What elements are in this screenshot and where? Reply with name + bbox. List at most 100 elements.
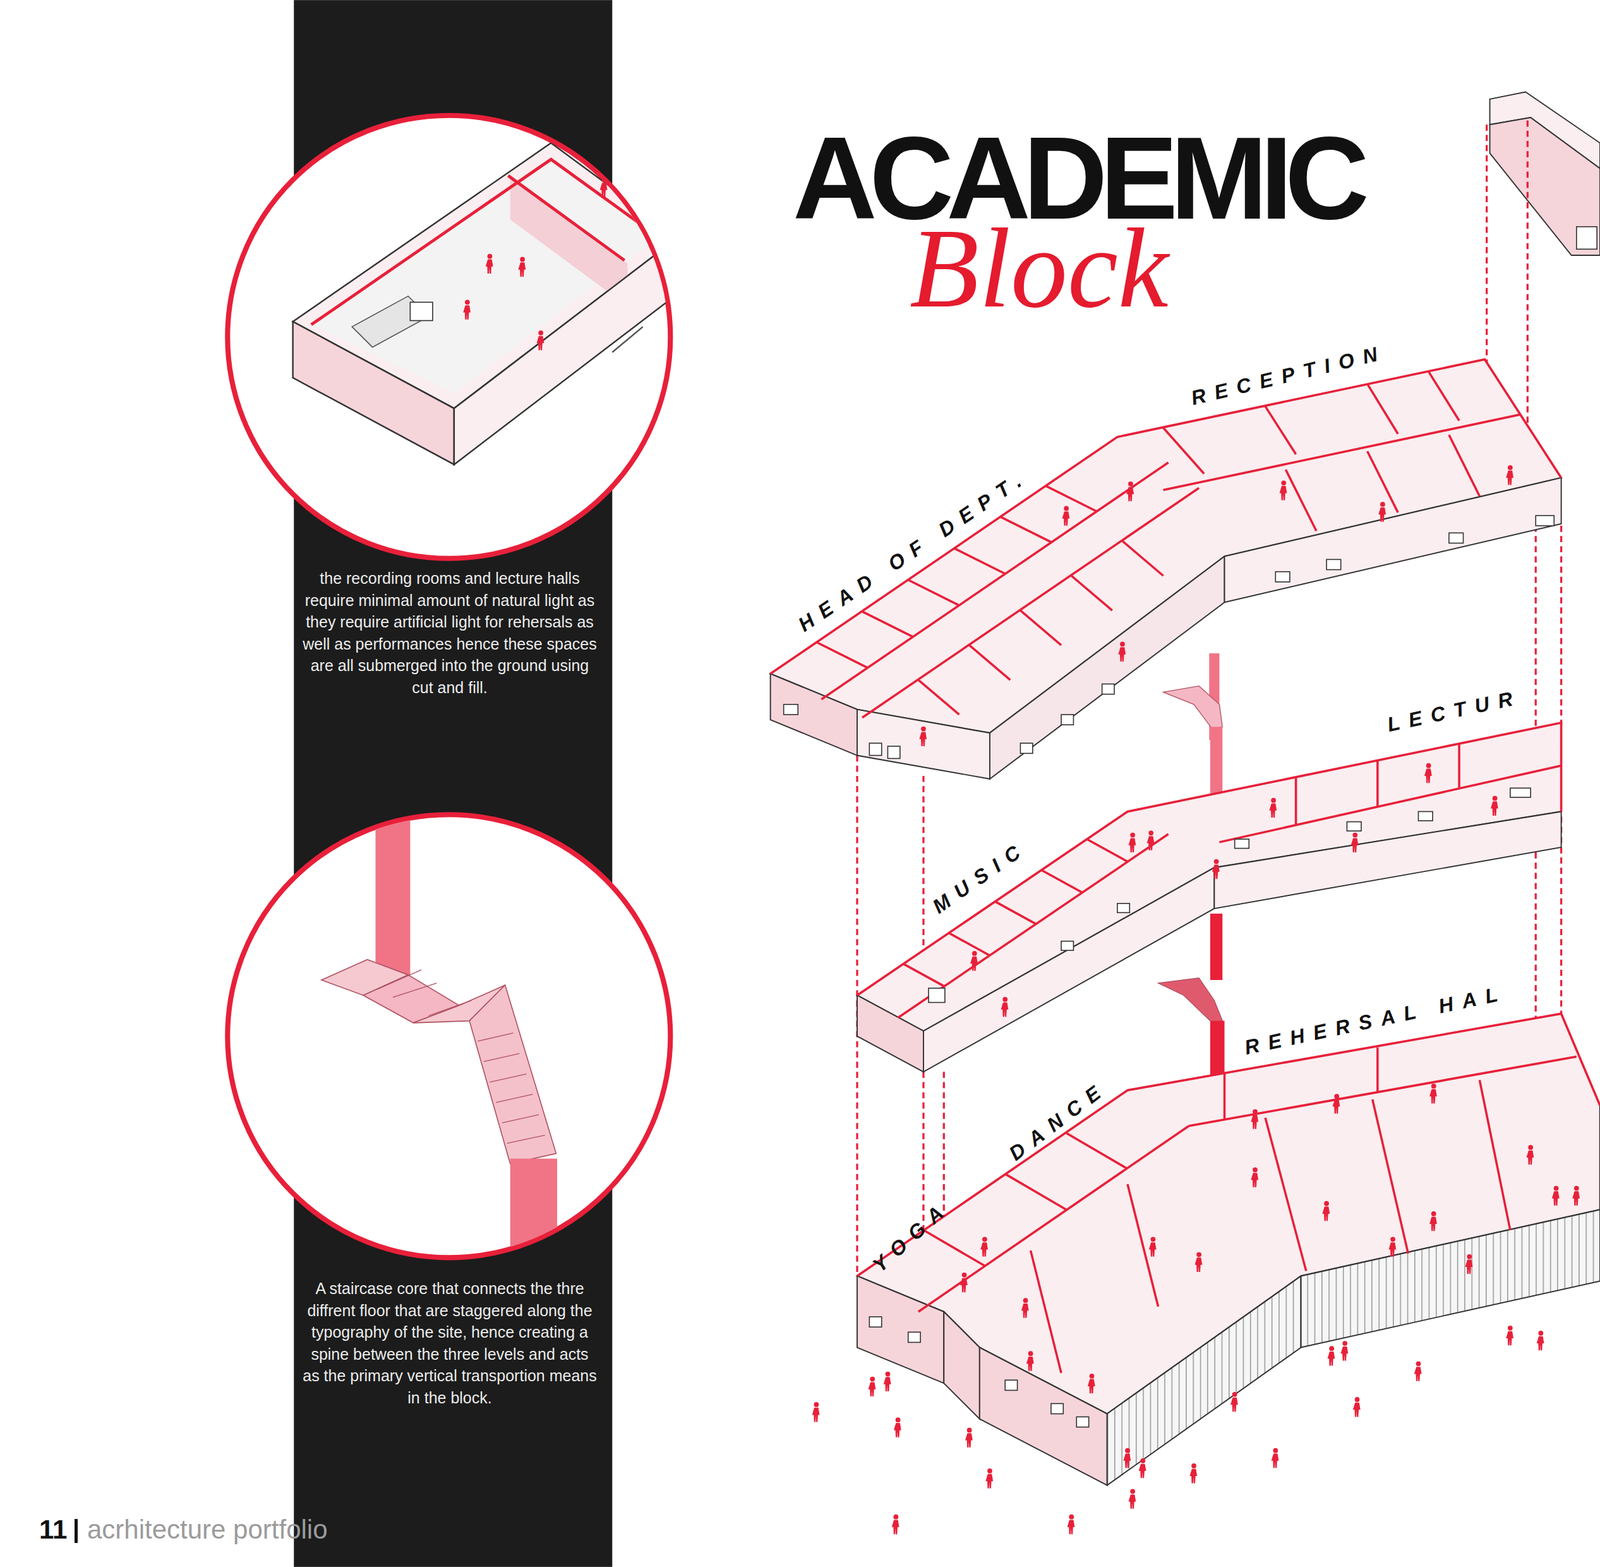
lower-floor <box>1051 1402 1064 1414</box>
detail-circle-room <box>510 178 628 307</box>
detail-circle-stair <box>489 1073 527 1083</box>
detail-circle-stair <box>469 984 556 1164</box>
lower-floor <box>1076 1416 1089 1427</box>
people <box>868 1376 877 1396</box>
lower-floor <box>1265 1117 1307 1271</box>
middle-floor <box>1040 869 1083 893</box>
upper-floor <box>816 641 868 668</box>
lower-floor <box>1372 1099 1409 1254</box>
staircase-core <box>1158 977 1223 1023</box>
upper-floor <box>770 359 1562 779</box>
people <box>985 1467 993 1488</box>
upper-block <box>1576 226 1597 250</box>
detail-circle-stair <box>392 982 437 998</box>
middle-floor <box>928 787 1531 1002</box>
people <box>1465 1253 1474 1274</box>
middle-floor <box>928 987 945 1003</box>
lower-floor <box>857 1013 1600 1276</box>
upper-block <box>1490 117 1600 256</box>
people <box>1551 1185 1560 1206</box>
detail-circle-stair <box>507 1135 546 1144</box>
upper-floor <box>1378 501 1386 522</box>
middle-floor <box>1001 996 1009 1017</box>
people <box>965 1427 973 1448</box>
upper-floor <box>1428 371 1460 421</box>
lower-floor <box>1004 1379 1017 1390</box>
upper-floor <box>770 359 1562 718</box>
detail-circle-stair <box>477 1032 514 1041</box>
people <box>1414 1360 1422 1381</box>
upper-floor <box>887 745 900 758</box>
staircase-core <box>1163 685 1223 729</box>
lower-floor <box>1107 1275 1302 1485</box>
lower-floor <box>857 1013 1600 1373</box>
detail-circle-room <box>536 330 545 350</box>
middle-floor <box>1424 763 1432 783</box>
people <box>1128 1488 1137 1508</box>
upper-floor <box>1020 610 1062 645</box>
middle-floor <box>1510 787 1531 798</box>
upper-floor <box>1126 481 1134 501</box>
upper-floor <box>999 516 1052 542</box>
lower-floor <box>869 1316 882 1327</box>
middle-floor <box>994 901 1036 925</box>
people <box>1189 1462 1197 1483</box>
lower-floor <box>1030 1250 1062 1373</box>
people <box>1388 1236 1396 1256</box>
middle-floor <box>1294 776 1298 825</box>
upper-floor <box>1275 571 1290 582</box>
middle-floor <box>1128 832 1137 853</box>
lower-floor <box>1127 1183 1158 1307</box>
upper-floor <box>1163 427 1205 474</box>
people <box>1021 1297 1029 1318</box>
detail-circle-room <box>293 142 680 465</box>
footer-bar <box>74 1518 78 1543</box>
upper-floor <box>857 709 990 779</box>
detail-circle-stair <box>502 1114 539 1123</box>
lower-floor <box>918 1125 1189 1312</box>
lower-floor <box>1066 1132 1128 1169</box>
upper-block <box>1490 92 1600 256</box>
people <box>883 1371 892 1391</box>
upper-floor <box>1062 505 1071 526</box>
middle-floor <box>1376 759 1379 807</box>
lower-floor <box>1376 1047 1379 1093</box>
middle-floor <box>1490 795 1499 816</box>
detail-circle-room <box>517 257 526 277</box>
detail-circle-stair <box>321 806 558 1271</box>
detail-circle-stair <box>377 969 546 1144</box>
people <box>1123 1447 1131 1468</box>
upper-floor <box>1163 414 1521 491</box>
people <box>1250 1108 1259 1129</box>
middle-floor <box>1214 811 1561 908</box>
upper-floor <box>1118 641 1126 662</box>
detail-circle-room <box>485 253 494 274</box>
title-script: Block <box>909 211 1169 326</box>
upper-floor <box>1046 485 1098 512</box>
lower-floor <box>943 1311 980 1419</box>
upper-floor <box>1367 384 1398 434</box>
detail-circle-room <box>612 326 643 352</box>
upper-floor <box>1224 477 1562 602</box>
people <box>1536 1330 1545 1350</box>
upper-floor <box>1535 515 1554 526</box>
middle-floor <box>857 722 1562 995</box>
people <box>1087 1373 1096 1393</box>
page-number: 11 <box>39 1514 67 1544</box>
upper-floor <box>969 644 1011 680</box>
upper-floor <box>919 726 927 746</box>
people <box>1271 1447 1280 1468</box>
people <box>1429 1083 1438 1103</box>
upper-floor <box>1102 683 1115 694</box>
detail-circle-stair <box>495 1094 533 1103</box>
note-text: A staircase core that connects the thre … <box>300 1277 599 1408</box>
upper-floor <box>1505 464 1514 485</box>
lower-floor <box>923 1229 985 1266</box>
lower-floor <box>1479 1079 1510 1230</box>
lower-floor <box>869 1316 1089 1427</box>
lower-floor <box>1301 1209 1600 1347</box>
upper-floor <box>908 579 960 606</box>
upper-floor <box>862 611 914 637</box>
middle-floor <box>1212 859 1220 879</box>
